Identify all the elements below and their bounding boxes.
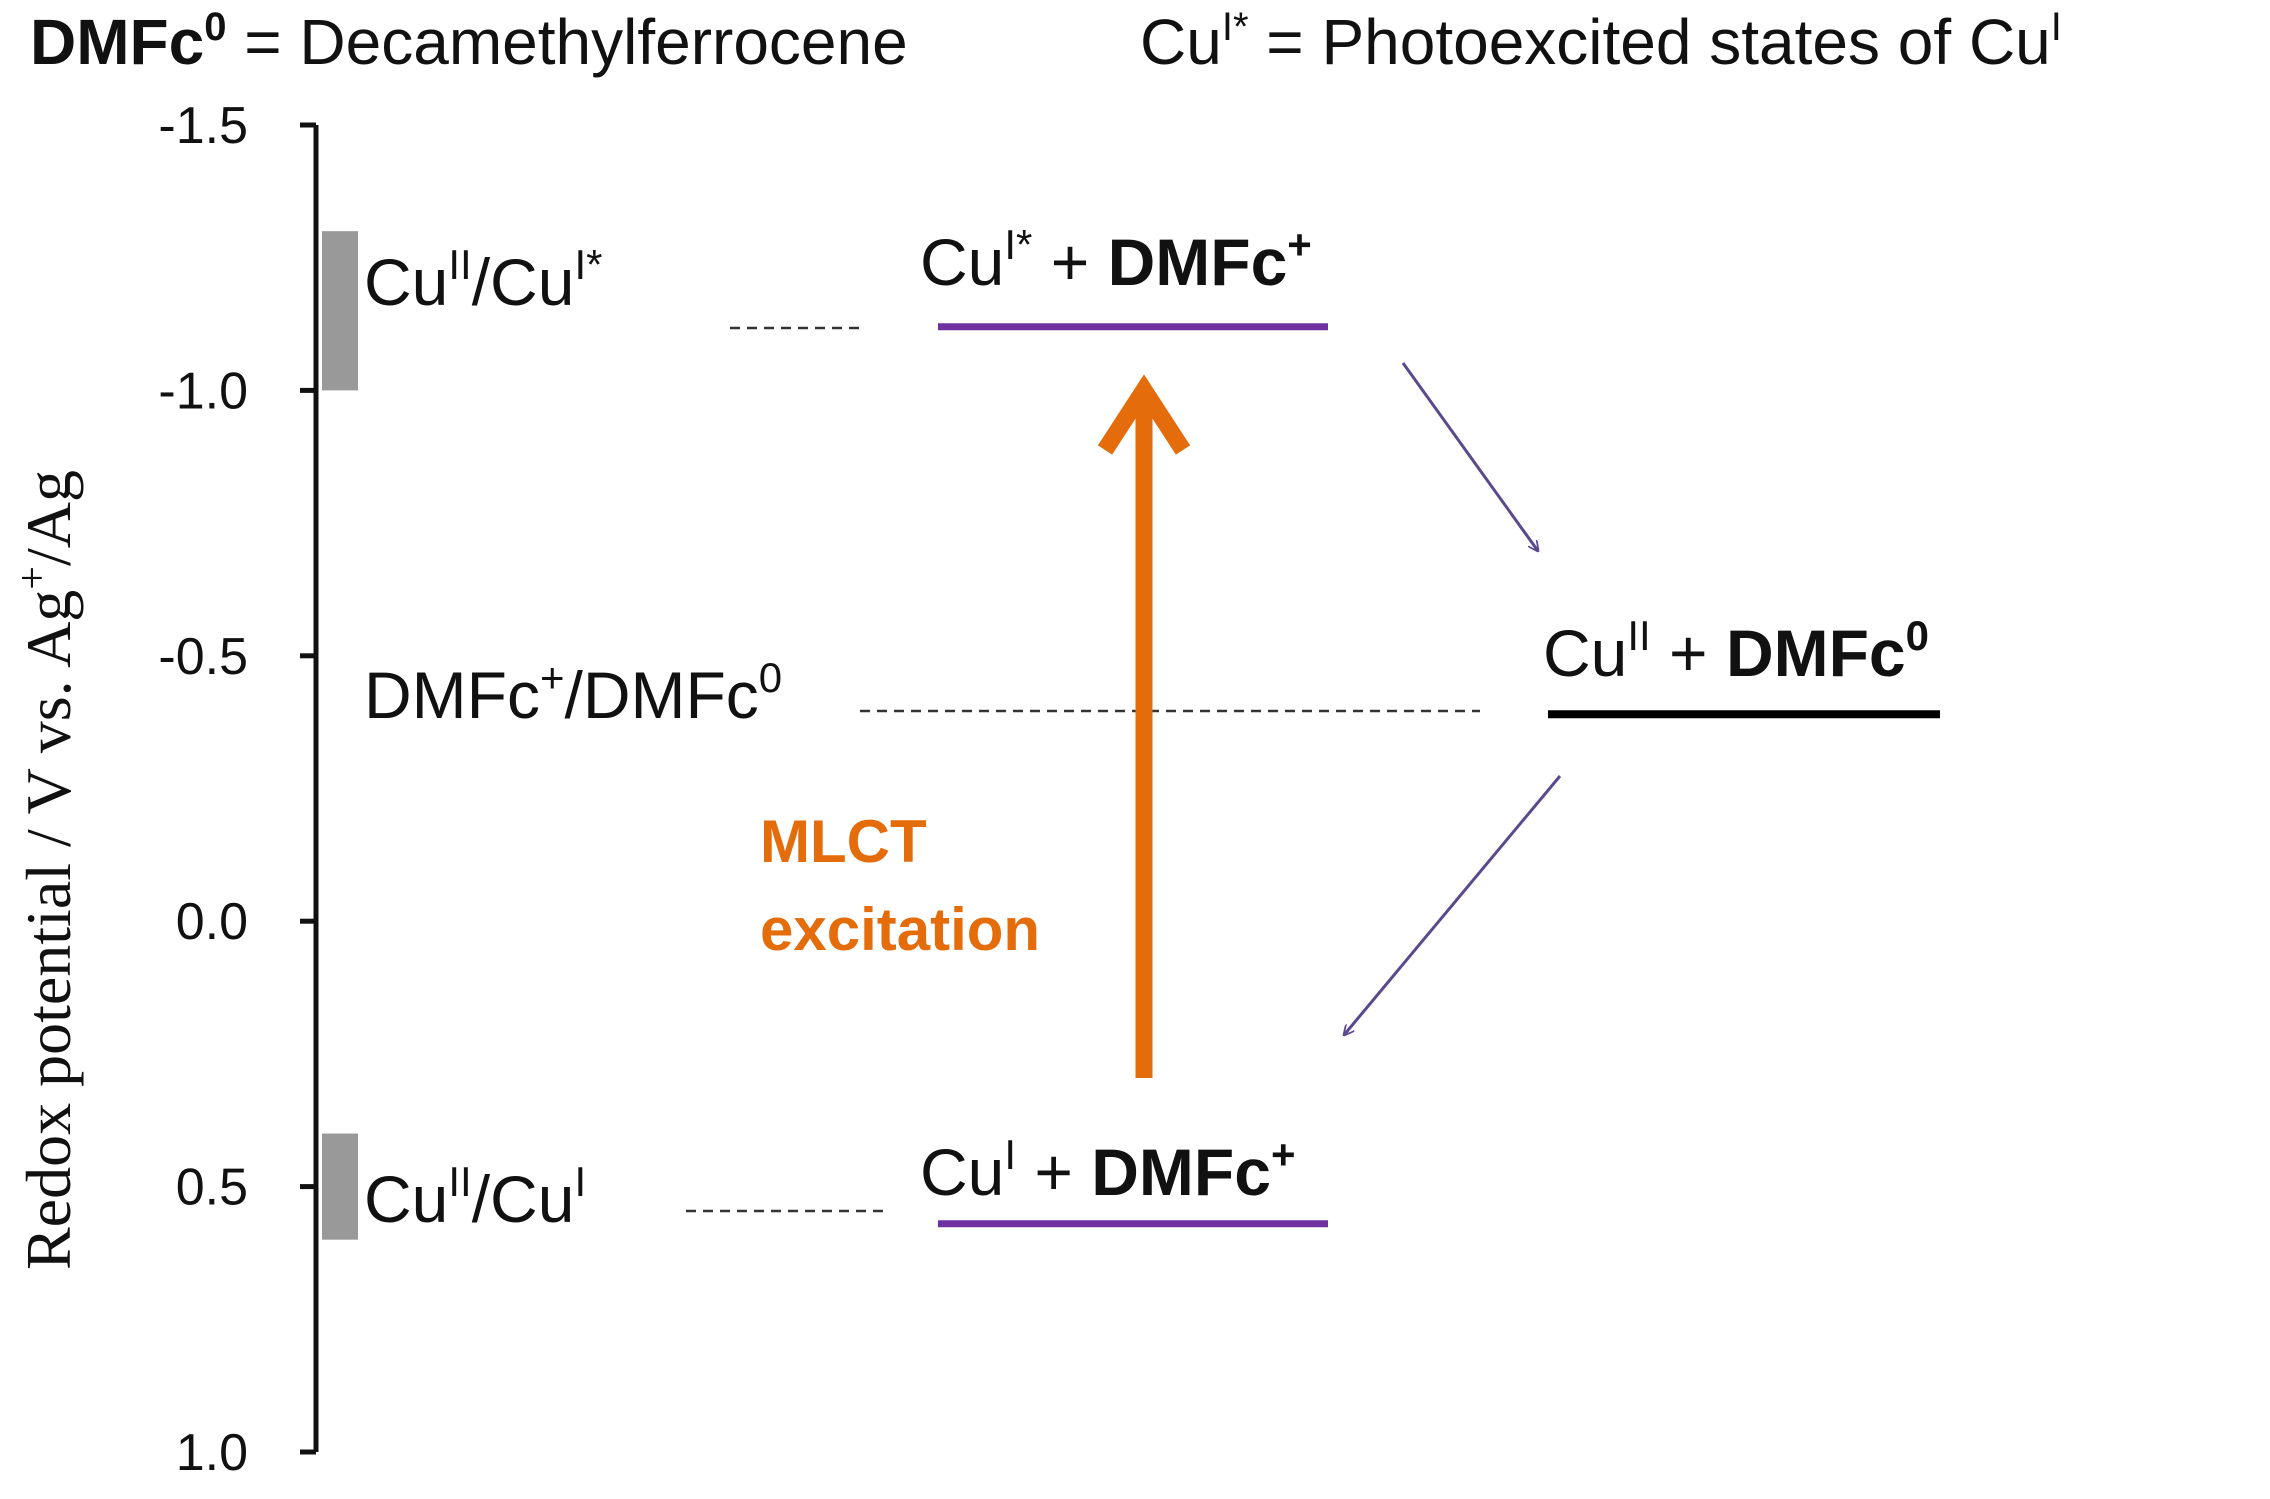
state-label-bottom: CuI + DMFc+ [920,1131,1295,1209]
y-tick-label: -1.0 [158,362,248,420]
couple-label-dmfc: DMFc+/DMFc0 [364,654,782,732]
transfer-arrow-down-right [1401,362,1538,551]
legend-dmfc-term: DMFc [30,6,204,78]
ground-couple-bar [322,1133,358,1240]
couple-label-excited: CuII/CuI* [364,241,602,319]
legend-cu-term: Cu [1140,6,1222,78]
legend-cu-sup: I [1222,5,1233,49]
mlct-label-line2: excitation [760,896,1040,963]
y-tick-label: -1.5 [158,97,248,155]
mlct-arrow-head [1097,374,1191,455]
y-tick-label: 0.0 [176,893,248,951]
couple-label-ground: CuII/CuI [364,1158,586,1236]
legend-cu-star: * [1233,5,1249,49]
state-label-middle: CuII + DMFc0 [1543,612,1929,690]
transfer-arrow-down-left [1344,775,1562,1035]
y-tick-label: -0.5 [158,628,248,686]
legend-cu-definition: = Photoexcited states of Cu [1249,6,2051,78]
legend-cu-def-sup: I [2051,5,2062,49]
axis-title-tail: /Ag [13,470,84,566]
legend-dmfc-definition: = Decamethylferrocene [226,6,907,78]
legend-line: DMFc0 = Decamethylferrocene [30,5,908,78]
axis-title-main: Redox potential / V vs. Ag [13,590,84,1270]
axis-title-sup: + [10,566,56,590]
state-label-top: CuI* + DMFc+ [920,221,1312,299]
y-axis-ticks: -1.5 -1.0 -0.5 0.0 0.5 1.0 [158,97,316,1482]
axis-title: Redox potential / V vs. Ag+/Ag [10,470,84,1270]
legend-cu-line: CuI* = Photoexcited states of CuI [1140,5,2062,78]
y-tick-label: 0.5 [176,1159,248,1217]
excited-couple-bar [322,231,358,391]
mlct-label-line1: MLCT [760,808,927,875]
legend-dmfc-sup: 0 [204,5,226,49]
y-tick-label: 1.0 [176,1424,248,1482]
